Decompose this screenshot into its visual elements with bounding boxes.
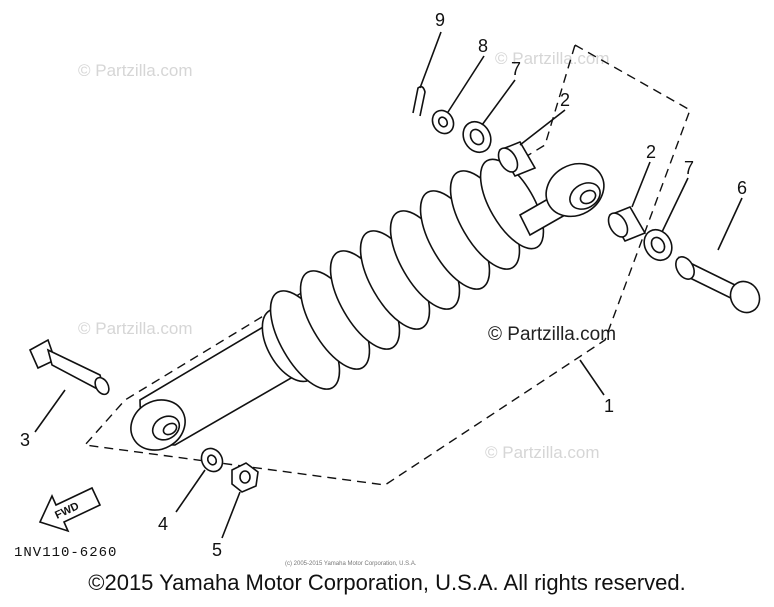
callout-4: 4	[158, 514, 168, 534]
collar-upper-right	[607, 205, 647, 243]
diagram-code: 1NV110-6260	[14, 545, 117, 561]
washer	[431, 109, 455, 135]
forward-arrow-icon: FWD	[38, 486, 102, 533]
oil-seal-right	[643, 228, 673, 262]
cotter-pin	[412, 85, 426, 117]
lower-nut	[231, 462, 259, 493]
callout-7: 7	[684, 158, 694, 178]
oil-seal-left	[462, 120, 492, 154]
callout-3: 3	[20, 430, 30, 450]
shock-absorber	[130, 158, 605, 451]
callout-2: 2	[646, 142, 656, 162]
callout-9: 9	[435, 10, 445, 30]
lower-bolt	[28, 338, 110, 396]
collar-upper-left	[497, 140, 537, 178]
small-copyright: (c) 2005-2015 Yamaha Motor Corporation, …	[285, 561, 417, 567]
footer-copyright: ©2015 Yamaha Motor Corporation, U.S.A. A…	[88, 570, 686, 595]
watermark: © Partzilla.com	[495, 49, 610, 68]
watermark-main: © Partzilla.com	[488, 324, 616, 345]
callout-7: 7	[511, 59, 521, 79]
leader-lines	[34, 31, 743, 539]
callout-5: 5	[212, 540, 222, 560]
watermark: © Partzilla.com	[485, 443, 600, 462]
lower-washer	[200, 447, 224, 473]
callout-6: 6	[737, 178, 747, 198]
callout-1: 1	[604, 396, 614, 416]
watermark: © Partzilla.com	[78, 319, 193, 338]
callout-8: 8	[478, 36, 488, 56]
mounting-pin	[675, 256, 761, 314]
callout-2: 2	[560, 90, 570, 110]
watermark: © Partzilla.com	[78, 61, 193, 80]
